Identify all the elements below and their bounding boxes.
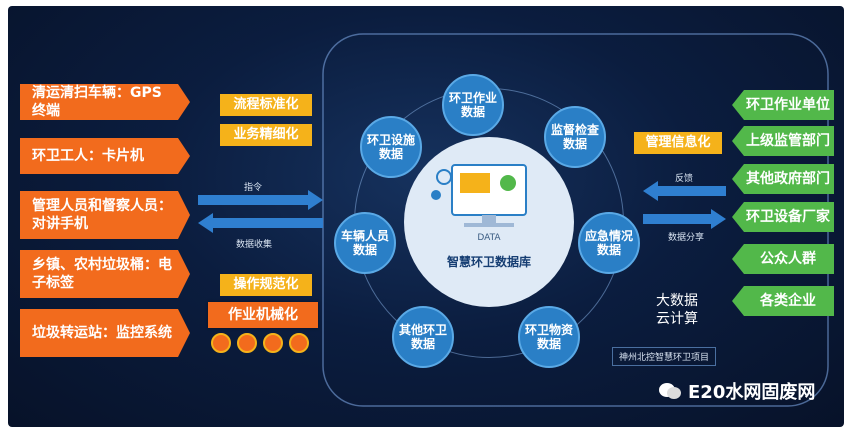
left-item-transfer-station: 垃圾转运站：监控系统 <box>20 309 190 357</box>
project-label: 神州北控智慧环卫项目 <box>612 347 717 366</box>
right-item-supervisors: 上级监管部门 <box>732 126 834 156</box>
left-item-bins: 乡镇、农村垃圾桶：电子标签 <box>20 250 190 298</box>
node-inspection-data: 监督检查数据 <box>544 106 606 168</box>
tag-business: 业务精细化 <box>220 124 312 146</box>
tag-process: 流程标准化 <box>220 94 312 116</box>
right-item-government: 其他政府部门 <box>732 164 834 194</box>
watermark: E20水网固废网 <box>658 378 815 404</box>
share-label: 数据分享 <box>668 233 705 243</box>
computer-icon <box>431 164 527 227</box>
diagram-canvas: 清运清扫车辆：GPS终端 环卫工人：卡片机 管理人员和督察人员：对讲手机 乡镇、… <box>8 6 844 427</box>
feedback-arrow <box>643 181 726 201</box>
right-item-manufacturers: 环卫设备厂家 <box>732 202 834 232</box>
right-item-operators: 环卫作业单位 <box>732 90 834 120</box>
connector-layer <box>198 33 829 407</box>
share-arrow <box>643 209 726 229</box>
left-item-managers: 管理人员和督察人员：对讲手机 <box>20 191 190 239</box>
node-vehicle-personnel-data: 车辆人员数据 <box>334 212 396 274</box>
wechat-icon <box>659 383 681 399</box>
node-material-data: 环卫物资数据 <box>518 306 580 368</box>
gear-icon <box>211 333 231 353</box>
gear-icon <box>289 333 309 353</box>
right-item-enterprises: 各类企业 <box>732 286 834 316</box>
collect-arrow <box>198 213 323 233</box>
center-title: 智慧环卫数据库 <box>446 255 531 269</box>
command-label: 指令 <box>244 183 263 193</box>
left-item-workers: 环卫工人：卡片机 <box>20 138 190 174</box>
feedback-label: 反馈 <box>675 174 694 184</box>
command-arrow <box>198 190 323 210</box>
tag-operation: 操作规范化 <box>220 274 312 296</box>
left-item-vehicles: 清运清扫车辆：GPS终端 <box>20 84 190 120</box>
right-item-public: 公众人群 <box>732 244 834 274</box>
node-emergency-data: 应急情况数据 <box>578 212 640 274</box>
tag-management: 管理信息化 <box>634 132 722 154</box>
gear-icon <box>263 333 283 353</box>
tag-mechanization: 作业机械化 <box>208 302 318 328</box>
bigdata-label: 大数据 云计算 <box>656 293 698 327</box>
collect-label: 数据收集 <box>236 240 273 250</box>
node-operation-data: 环卫作业数据 <box>442 74 504 136</box>
data-label: DATA <box>477 233 501 243</box>
node-other-data: 其他环卫数据 <box>392 306 454 368</box>
gear-icon <box>237 333 257 353</box>
watermark-text: E20水网固废网 <box>688 382 816 403</box>
database-center: DATA 智慧环卫数据库 <box>404 137 574 307</box>
node-facility-data: 环卫设施数据 <box>360 116 422 178</box>
